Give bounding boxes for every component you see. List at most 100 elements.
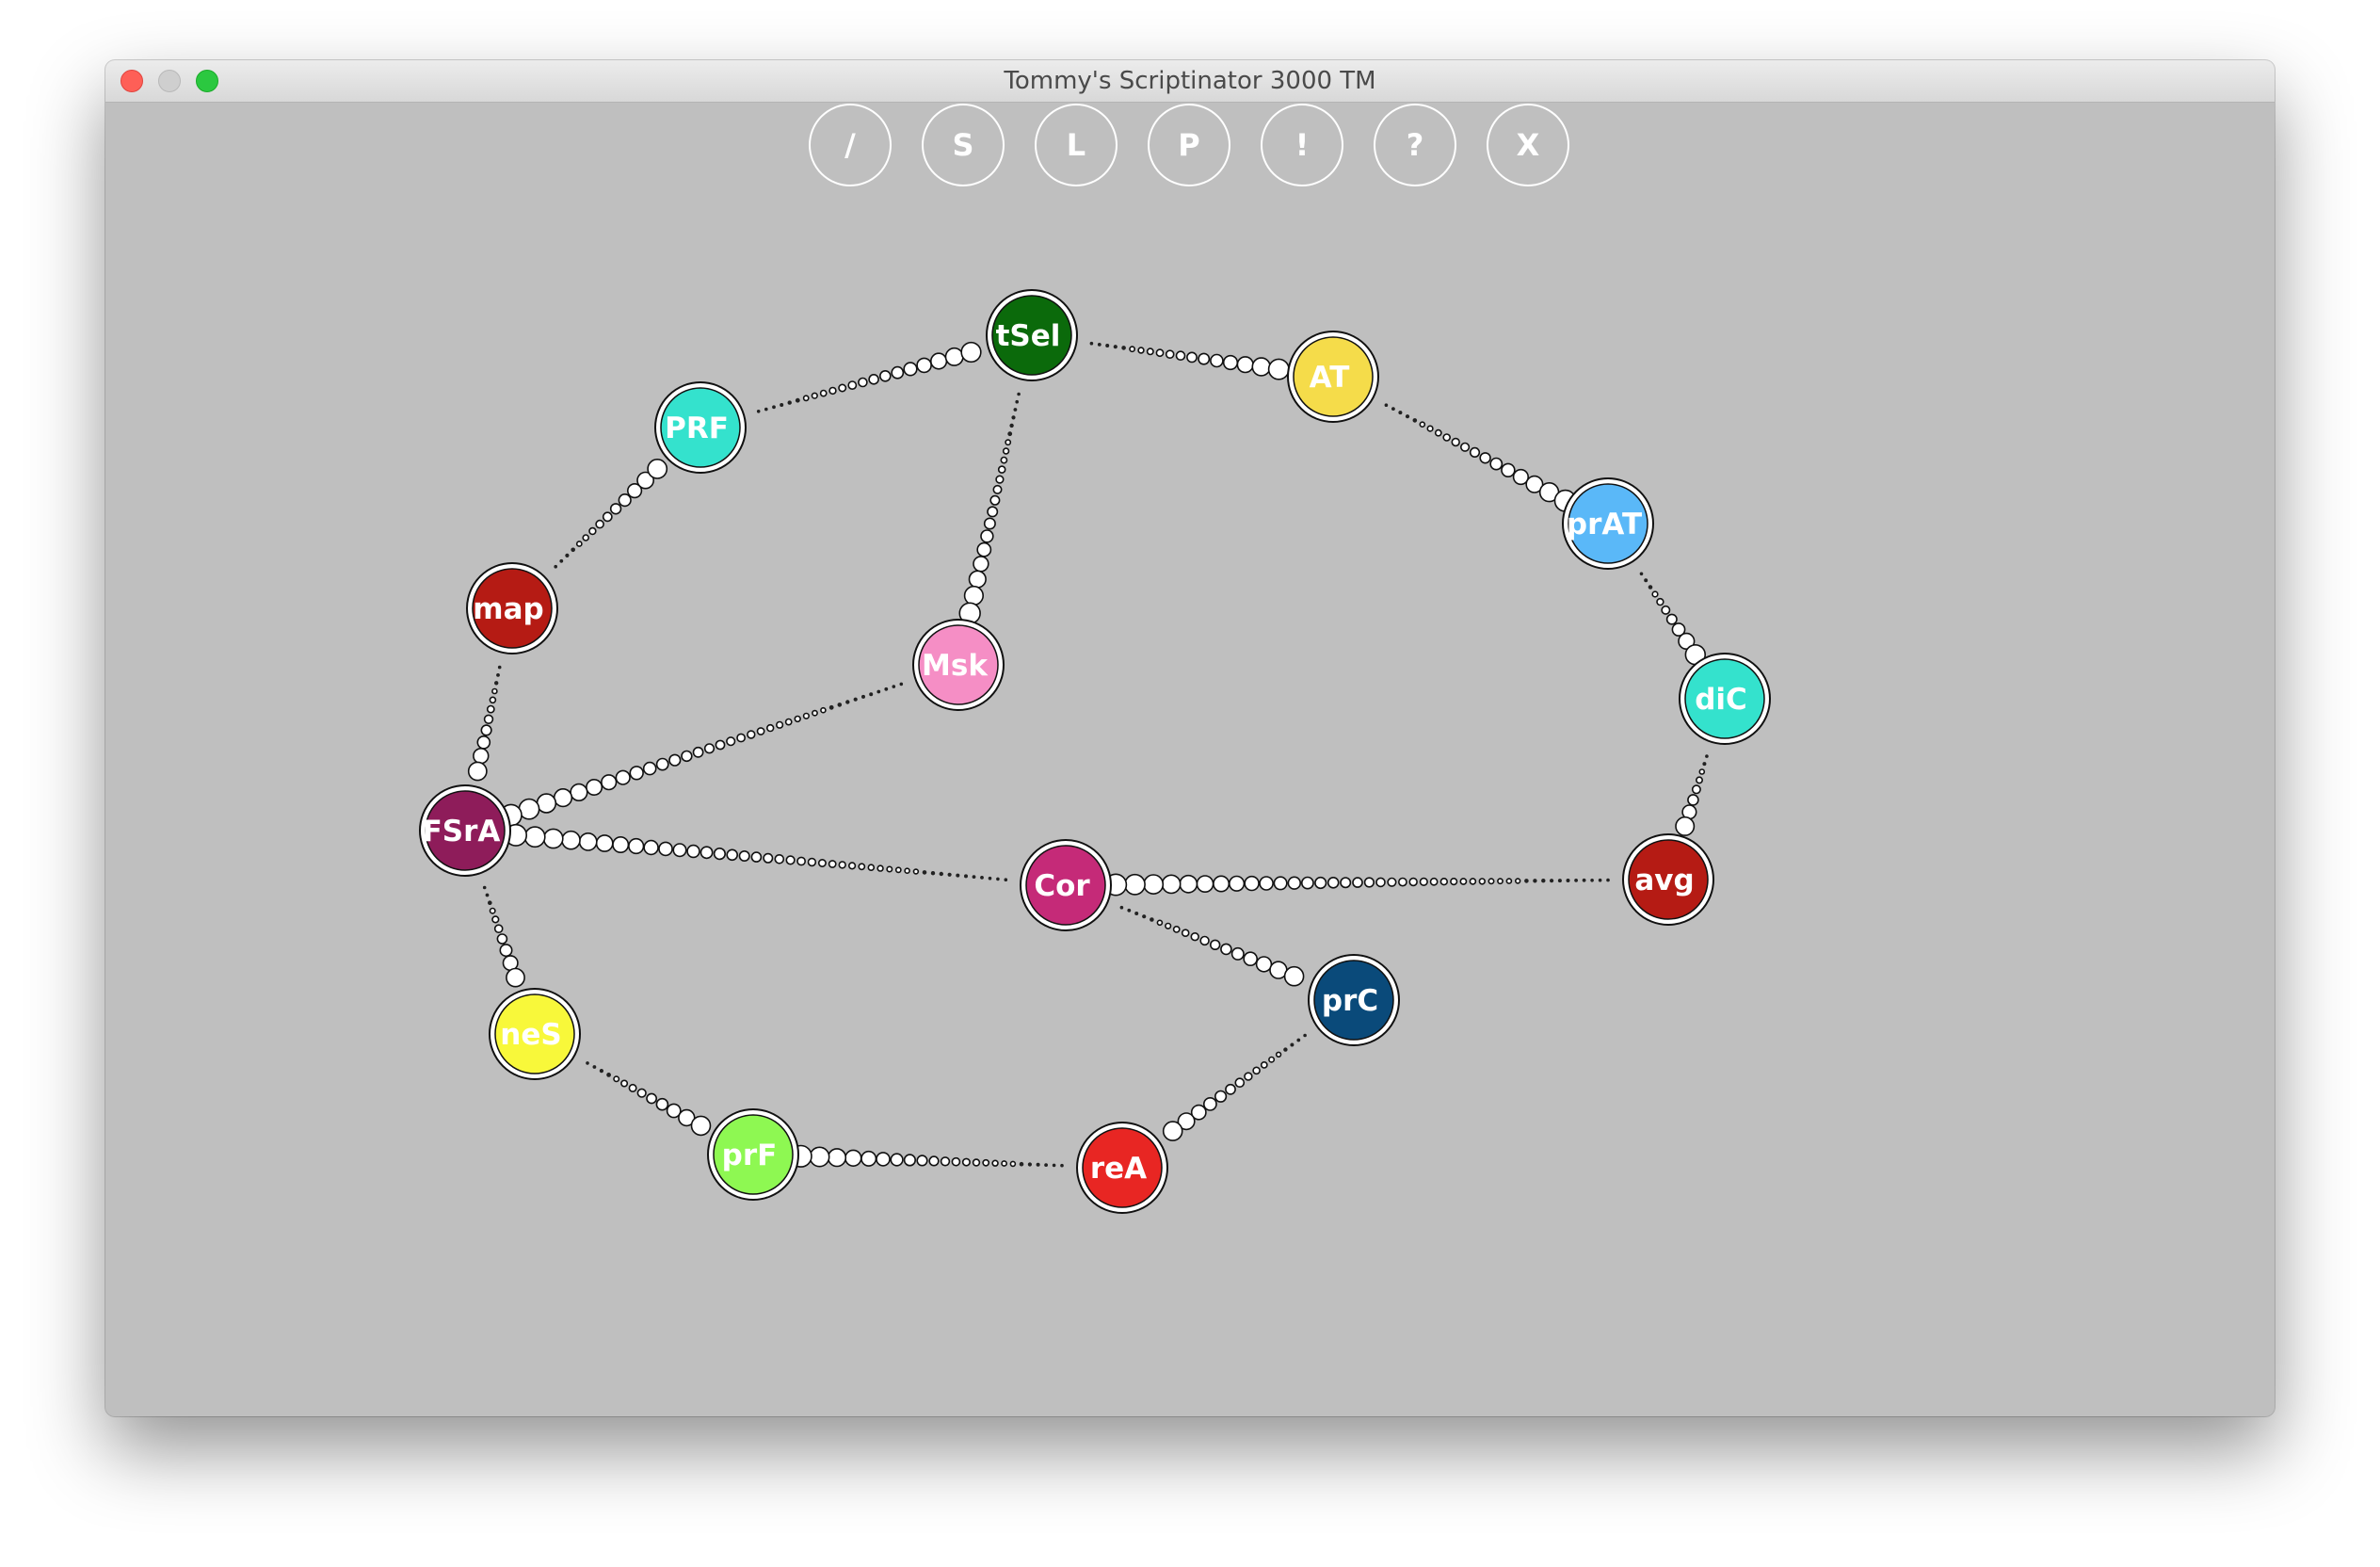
edge-dot — [1550, 879, 1554, 883]
close-window-button[interactable] — [121, 70, 143, 92]
edge-dot — [736, 733, 746, 743]
edge-dot — [647, 458, 668, 479]
edge-dot — [672, 843, 687, 858]
node-neS[interactable]: neS — [489, 988, 581, 1080]
edge-dot — [496, 673, 500, 677]
edge-dot — [1541, 879, 1546, 883]
edge-dot — [636, 1088, 647, 1098]
edge-reA-prF[interactable] — [789, 1144, 1064, 1168]
node-reA[interactable]: reA — [1076, 1122, 1168, 1214]
edge-Cor-prC[interactable] — [1119, 905, 1305, 987]
edge-dot — [1244, 875, 1260, 892]
node-avg[interactable]: avg — [1622, 833, 1714, 926]
edge-tSel-AT[interactable] — [1089, 341, 1290, 380]
edge-dot — [493, 924, 504, 934]
edge-dot — [1671, 622, 1686, 637]
edge-dot — [1451, 437, 1460, 447]
edge-dot — [980, 529, 994, 543]
exclamation-button[interactable]: ! — [1261, 104, 1343, 186]
edge-dot — [1696, 776, 1704, 784]
edge-dot — [482, 885, 487, 890]
node-FSrA[interactable]: FSrA — [419, 784, 511, 877]
node-fill — [1313, 960, 1394, 1041]
node-Cor[interactable]: Cor — [1020, 839, 1112, 931]
edge-dot — [1225, 1083, 1236, 1095]
edge-neS-prF[interactable] — [586, 1061, 712, 1137]
edge-dot — [860, 1150, 877, 1167]
node-AT[interactable]: AT — [1287, 331, 1379, 423]
edge-dot — [1186, 351, 1198, 363]
edge-dot — [838, 383, 847, 393]
node-map[interactable]: map — [466, 562, 558, 654]
node-tSel[interactable]: tSel — [986, 289, 1078, 381]
node-PRF[interactable]: PRF — [654, 381, 747, 474]
edge-dot — [612, 835, 630, 853]
edge-dot — [928, 1155, 940, 1167]
edge-dot — [1702, 762, 1707, 767]
edge-map-PRF[interactable] — [554, 458, 668, 569]
edge-dot — [1651, 590, 1659, 598]
edge-dot — [1251, 357, 1271, 377]
edge-dot — [1089, 341, 1094, 346]
edge-dot — [774, 853, 785, 864]
edge-dot — [595, 834, 614, 852]
minimize-window-button[interactable] — [158, 70, 181, 92]
edge-dot — [868, 373, 879, 385]
edge-dot — [485, 893, 490, 897]
node-prF[interactable]: prF — [707, 1108, 799, 1201]
p-button[interactable]: P — [1148, 104, 1230, 186]
edge-map-FSrA[interactable] — [467, 665, 502, 782]
edge-dot — [1598, 878, 1602, 882]
edge-FSrA-neS[interactable] — [482, 885, 525, 988]
edge-prAT-diC[interactable] — [1639, 572, 1707, 666]
edge-dot — [765, 723, 775, 733]
edge-PRF-tSel[interactable] — [756, 341, 982, 413]
edge-dot — [1639, 572, 1644, 576]
edge-dot — [570, 783, 588, 802]
edge-dot — [838, 861, 846, 869]
edge-AT-prAT[interactable] — [1384, 403, 1577, 512]
edge-Msk-FSrA[interactable] — [499, 682, 904, 827]
edge-prC-reA[interactable] — [1162, 1033, 1307, 1141]
edge-dot — [1705, 754, 1709, 758]
edge-diC-avg[interactable] — [1675, 754, 1709, 836]
help-button[interactable]: ? — [1374, 104, 1456, 186]
edge-dot — [542, 828, 564, 849]
zoom-window-button[interactable] — [196, 70, 218, 92]
edge-dot — [963, 585, 985, 606]
s-button[interactable]: S — [922, 104, 1005, 186]
edge-dot — [1044, 1163, 1048, 1167]
edge-dot — [903, 362, 918, 377]
edge-dot — [930, 871, 936, 876]
l-button[interactable]: L — [1035, 104, 1118, 186]
edge-dot — [1268, 1056, 1276, 1063]
edge-avg-Cor[interactable] — [1104, 873, 1610, 897]
edge-dot — [658, 841, 673, 857]
edge-dot — [703, 743, 716, 754]
edge-dot — [817, 858, 827, 867]
edge-dot — [853, 697, 858, 702]
edge-dot — [756, 410, 761, 413]
edge-dot — [916, 357, 932, 374]
edge-dot — [785, 855, 796, 865]
edge-dot — [1478, 878, 1487, 885]
edge-dot — [811, 392, 818, 399]
node-diC[interactable]: diC — [1679, 653, 1771, 745]
edge-dot — [802, 395, 810, 402]
edge-dot — [1644, 578, 1648, 583]
title-bar[interactable]: Tommy's Scriptinator 3000 TM — [105, 60, 2275, 103]
edge-Cor-FSrA[interactable] — [504, 823, 1008, 881]
edge-dot — [1156, 919, 1164, 927]
slash-button[interactable]: / — [809, 104, 892, 186]
edge-dot — [586, 778, 603, 796]
node-Msk[interactable]: Msk — [912, 619, 1005, 711]
edge-dot — [951, 1156, 961, 1167]
edge-tSel-Msk[interactable] — [958, 392, 1021, 624]
node-prC[interactable]: prC — [1308, 954, 1400, 1046]
edge-dot — [1283, 1047, 1288, 1052]
node-prAT[interactable]: prAT — [1562, 477, 1654, 570]
edge-dot — [1252, 1066, 1261, 1075]
x-button[interactable]: X — [1487, 104, 1569, 186]
edge-dot — [1142, 914, 1147, 919]
